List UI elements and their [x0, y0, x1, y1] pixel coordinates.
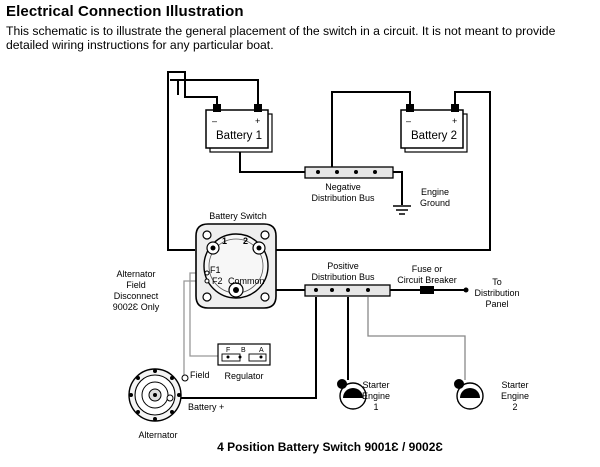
starter2-label-line3: 2	[512, 402, 517, 412]
distribution-panel-line3: Panel	[485, 299, 508, 309]
starter2-feed-wire	[367, 297, 466, 380]
battery-switch: Battery Switch 1 2 F1 F2 Common	[195, 211, 277, 309]
alternator-note-line2: Field	[126, 280, 146, 290]
ground-icon	[393, 205, 411, 215]
fuse-label-line2: Circuit Breaker	[397, 275, 457, 285]
alternator-battery-label: Battery +	[188, 402, 224, 412]
battery2-negative-wire	[331, 91, 411, 170]
battery1-negative-wire	[167, 71, 218, 251]
battery2-label: Battery 2	[411, 130, 457, 142]
starter1-label-line3: 1	[373, 402, 378, 412]
switch-position-1: 1	[222, 236, 227, 246]
alternator-note-line1: Alternator	[116, 269, 155, 279]
starter-motor-2-icon	[454, 379, 484, 410]
diagram-caption: 4 Position Battery Switch 9001Ɛ / 9002Ɛ	[217, 440, 443, 454]
negative-distribution-bus: Negative Distribution Bus	[304, 166, 394, 203]
regulator-terminal-a: A	[259, 347, 264, 354]
page-description: This schematic is to illustrate the gene…	[6, 24, 556, 52]
negative-bus-label-line2: Distribution Bus	[311, 193, 375, 203]
battery-switch-title: Battery Switch	[209, 211, 267, 221]
fuse-label-line1: Fuse or	[412, 264, 443, 274]
regulator-terminal-f: F	[226, 347, 230, 354]
battery2-minus-sign: –	[406, 116, 411, 126]
negative-bus-wires	[239, 152, 403, 205]
battery1-positive-wire	[170, 79, 259, 108]
negative-bus-label-line1: Negative	[325, 182, 361, 192]
switch-terminal-f2: F2	[212, 276, 223, 286]
alternator-icon	[128, 368, 189, 422]
battery1-label: Battery 1	[216, 130, 262, 142]
alternator-label: Alternator	[138, 430, 177, 440]
battery-1: – + Battery 1	[205, 104, 273, 153]
positive-bus-label-line1: Positive	[327, 261, 359, 271]
battery2-plus-sign: +	[452, 116, 457, 126]
battery2-positive-wire	[265, 91, 491, 251]
starter2-label-line2: Engine	[501, 391, 529, 401]
alternator-note-line3: Disconnect	[114, 291, 159, 301]
regulator-terminal-b: B	[241, 347, 246, 354]
battery1-minus-sign: –	[212, 116, 217, 126]
distribution-panel-line1: To	[492, 277, 502, 287]
positive-bus-label-line2: Distribution Bus	[311, 272, 375, 282]
regulator: F B A Regulator	[217, 343, 271, 381]
distribution-panel-line2: Distribution	[474, 288, 519, 298]
alternator-note-line4: 9002Ɛ Only	[113, 302, 160, 312]
starter2-label-line1: Starter	[501, 380, 528, 390]
fuse-icon	[420, 286, 469, 294]
battery-2: – + Battery 2	[400, 104, 468, 153]
switch-terminal-common: Common	[228, 276, 265, 286]
regulator-label: Regulator	[224, 371, 263, 381]
engine-ground-label-line1: Engine	[421, 187, 449, 197]
starter1-label-line2: Engine	[362, 391, 390, 401]
battery1-plus-sign: +	[255, 116, 260, 126]
page-title: Electrical Connection Illustration	[6, 3, 244, 20]
switch-position-2: 2	[243, 236, 248, 246]
starter-motor-1-icon	[337, 379, 367, 410]
positive-distribution-bus: Positive Distribution Bus	[304, 261, 391, 297]
starter1-label-line1: Starter	[362, 380, 389, 390]
alternator-field-label: Field	[190, 370, 210, 380]
engine-ground-label-line2: Ground	[420, 198, 450, 208]
switch-terminal-f1: F1	[210, 265, 221, 275]
